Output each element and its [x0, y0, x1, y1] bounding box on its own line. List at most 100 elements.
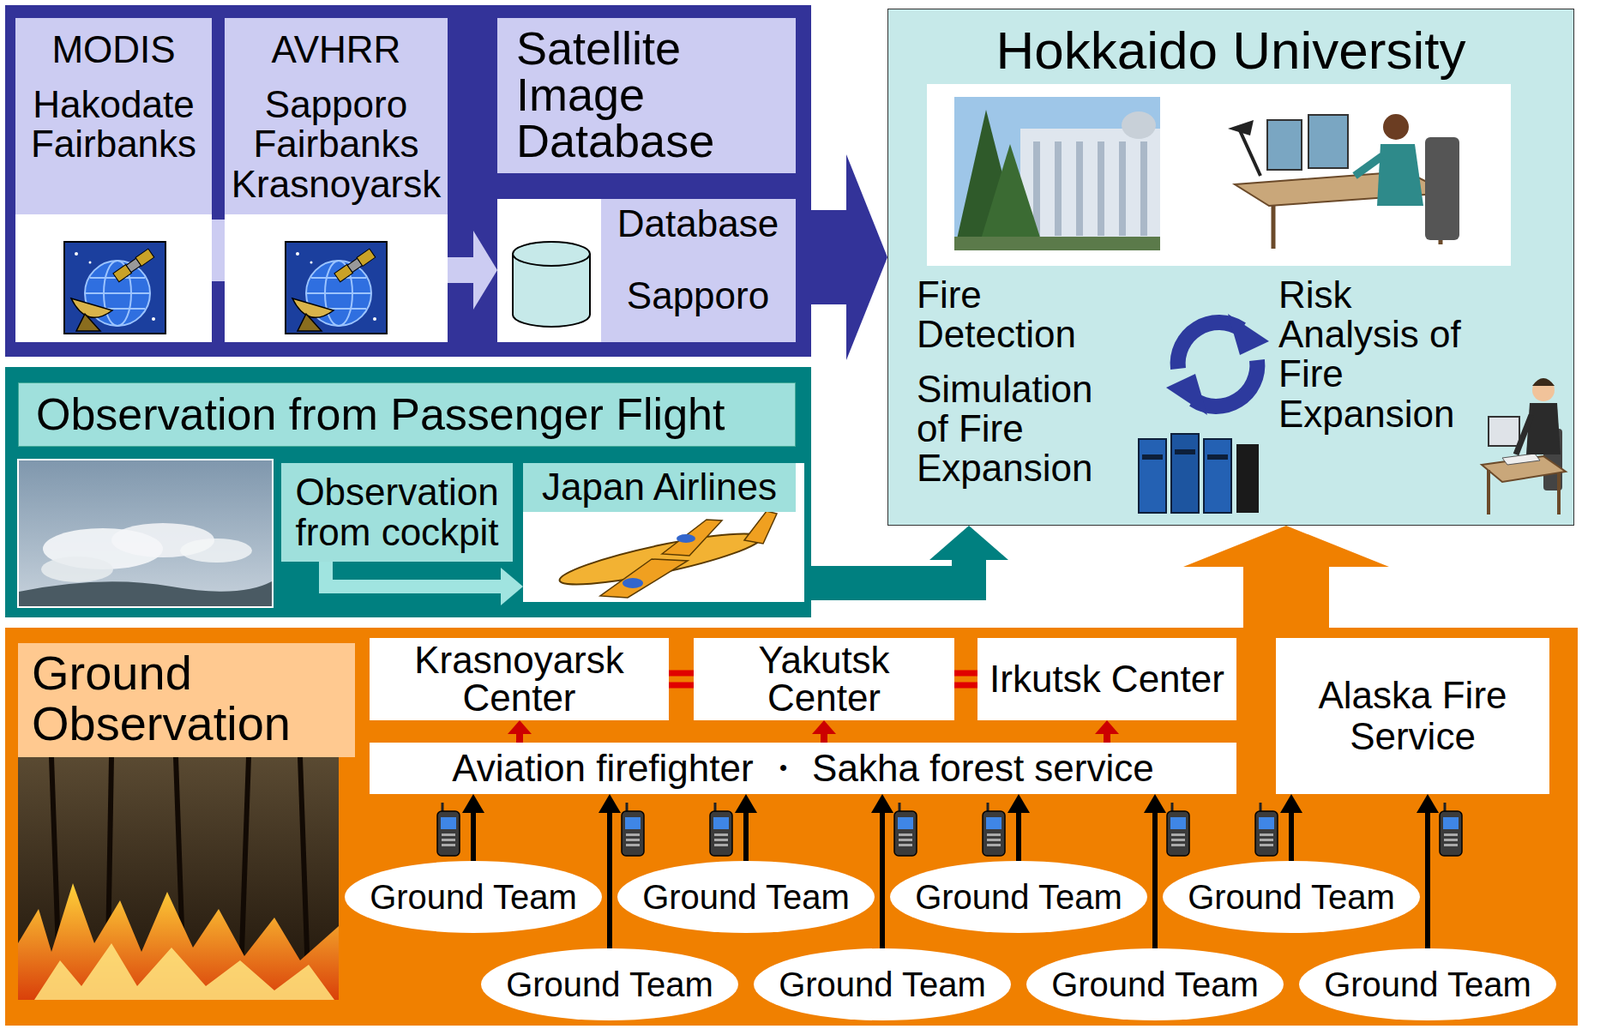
- cycle-arrow: [1193, 360, 1258, 407]
- team-ellipse-shape: [1026, 948, 1284, 1021]
- database-cylinder: [512, 241, 590, 327]
- node-label: Fire Detection: [916, 275, 1131, 355]
- building-window: [1118, 141, 1126, 236]
- equal-sign: [954, 673, 978, 686]
- text-slot: Ground Observation: [18, 643, 355, 758]
- radio-report-arrow: [1007, 793, 1030, 861]
- node-label: Ground Team: [369, 878, 578, 916]
- plane-engine: [622, 577, 644, 589]
- connector-line: [1288, 812, 1294, 861]
- satellite-panel: [5, 5, 812, 357]
- monitor: [1267, 120, 1302, 170]
- node-label: Alaska Fire Service: [1287, 674, 1538, 758]
- arrow-head: [846, 154, 888, 361]
- forest-service-box: Aviation firefighter ・ Sakha forest serv…: [369, 742, 1237, 794]
- text-slot: Simulation of Fire Expansion: [916, 369, 1131, 489]
- node-label: Observation from Passenger Flight: [18, 382, 796, 447]
- link-band: [211, 250, 225, 252]
- chair: [1425, 137, 1460, 241]
- building-window: [1054, 141, 1062, 236]
- node-label: Ground Team: [914, 878, 1123, 916]
- team-ellipse-shape: [344, 860, 602, 933]
- person-hair: [1532, 378, 1555, 386]
- desk-leg: [1271, 205, 1276, 249]
- connector-line: [211, 219, 225, 282]
- arrow-head: [734, 793, 758, 813]
- server-rack: [1203, 439, 1232, 513]
- team-node: Ground Team: [1299, 948, 1557, 1021]
- connector-line: [820, 733, 828, 743]
- node-label: Irkutsk Center: [989, 660, 1225, 698]
- satellite-icon: [64, 241, 166, 334]
- arrow-head: [871, 793, 894, 813]
- person-body: [1526, 403, 1561, 455]
- radio-report-arrow: [1280, 793, 1303, 861]
- center-box: Krasnoyarsk Center: [369, 637, 669, 721]
- radio-icon: [437, 802, 460, 856]
- team-node: Ground Team: [890, 860, 1148, 933]
- text-slot: Japan Airlines: [523, 463, 796, 512]
- monitor: [1308, 114, 1348, 169]
- text-slot: Database: [603, 204, 793, 244]
- report-arrow: [812, 720, 837, 743]
- link-arrow: [447, 230, 498, 310]
- team-ellipse-shape: [753, 948, 1011, 1021]
- radio-icon: [894, 802, 917, 856]
- team-node: Ground Team: [617, 860, 875, 933]
- connector-line: [743, 812, 749, 861]
- cockpit-box: Observation from cockpit: [281, 463, 513, 562]
- text-slot: Fire Detection: [916, 275, 1131, 355]
- node-label: MODIS: [51, 30, 175, 70]
- lamp-arm: [1239, 128, 1261, 176]
- person-body: [1377, 144, 1424, 206]
- radio-icon: [1255, 802, 1278, 856]
- node-label: Risk Analysis of Fire Expansion: [1278, 275, 1469, 434]
- node-label: Sapporo Fairbanks Krasnoyarsk: [228, 84, 445, 205]
- node-label: Hakodate Fairbanks: [18, 84, 209, 164]
- rack-slot: [1174, 449, 1196, 455]
- text-slot: Observation from Passenger Flight: [18, 382, 796, 447]
- center-box: Yakutsk Center: [693, 637, 955, 721]
- team-ellipse-shape: [890, 860, 1148, 933]
- node-label: Ground Team: [642, 878, 850, 916]
- node-label: Japan Airlines: [523, 463, 796, 512]
- connector-line: [516, 733, 524, 743]
- monitor: [1488, 416, 1520, 446]
- building-window: [1076, 141, 1083, 236]
- arrow-head: [462, 793, 485, 813]
- connector-line: [470, 812, 476, 861]
- team-node: Ground Team: [753, 948, 1011, 1021]
- campus-sky: [954, 96, 1161, 251]
- node-label: Krasnoyarsk Center: [381, 641, 657, 717]
- connector-line: [795, 210, 847, 305]
- node-label: Ground Team: [505, 965, 714, 1004]
- fire-service-box: Alaska Fire Service: [1275, 637, 1550, 794]
- connector-line: [954, 673, 978, 686]
- report-arrow: [1094, 720, 1119, 743]
- connector-line: [1243, 566, 1330, 628]
- photo-ground: [18, 581, 272, 607]
- node-label: Hokkaido University: [888, 21, 1574, 80]
- server-rack: [1171, 433, 1199, 513]
- cycle-arrow-head: [1227, 313, 1270, 355]
- connector-line: [1152, 812, 1158, 949]
- radio-icon: [709, 802, 733, 856]
- smoke-plume: [41, 556, 114, 583]
- arrow-head: [500, 567, 524, 606]
- connector-line: [811, 559, 969, 584]
- text-slot: Risk Analysis of Fire Expansion: [1278, 275, 1469, 434]
- lawn: [954, 236, 1161, 251]
- cycle-arrow-head: [1166, 373, 1208, 416]
- radio-report-arrow: [598, 793, 621, 949]
- arrow-head: [929, 525, 1009, 560]
- team-ellipse-shape: [1162, 860, 1420, 933]
- radio-icon: [982, 802, 1005, 856]
- radio-report-arrow: [734, 793, 758, 861]
- fire-photo: [18, 757, 339, 1000]
- smoke-photo: [18, 459, 273, 608]
- report-arrow: [507, 720, 532, 743]
- person-arm: [1515, 415, 1532, 455]
- radio-icon: [1439, 802, 1462, 856]
- team-node: Ground Team: [1026, 948, 1284, 1021]
- campus-building: [1020, 128, 1161, 251]
